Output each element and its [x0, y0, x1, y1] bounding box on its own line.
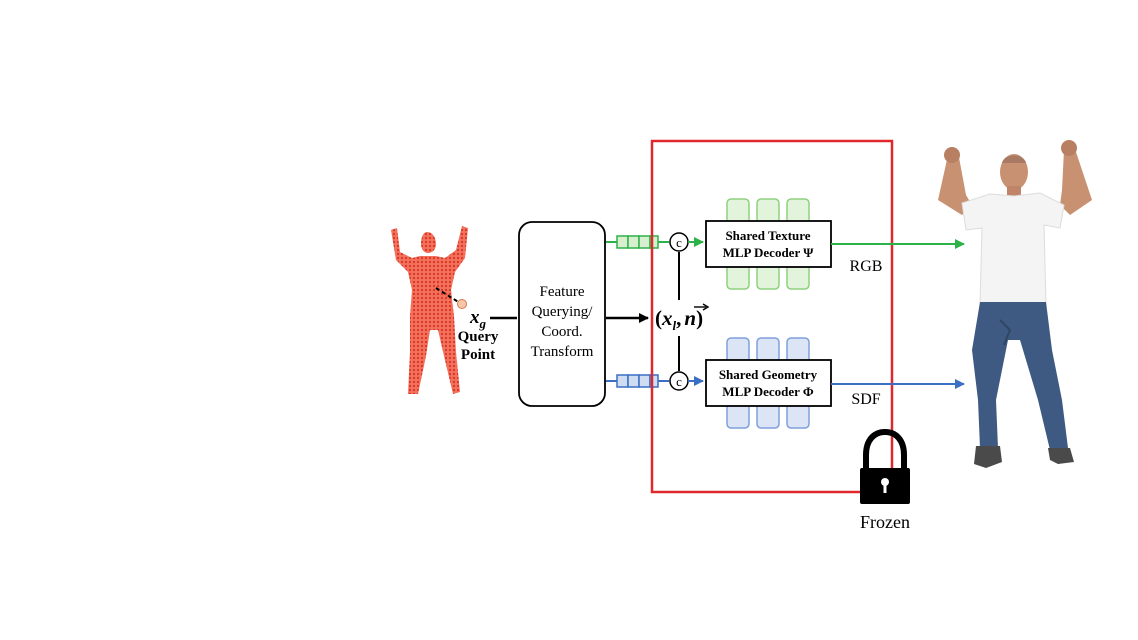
texture-concat-node: c: [669, 232, 689, 252]
query-label-line1: Query: [458, 329, 499, 345]
feature-box-line4: Transform: [531, 344, 594, 360]
geometry-decoder-line2: MLP Decoder Φ: [722, 384, 814, 399]
feature-box-line1: Feature: [540, 284, 585, 300]
rgb-output-label: RGB: [850, 258, 883, 275]
texture-decoder-line2: MLP Decoder Ψ: [723, 245, 815, 260]
local-coords-label: (xl,n): [655, 303, 710, 333]
svg-text:c: c: [676, 374, 682, 389]
query-label-line2: Point: [461, 347, 495, 363]
frozen-label: Frozen: [860, 512, 910, 532]
human-render-icon: [938, 140, 1092, 468]
query-symbol: xg: [469, 307, 487, 331]
geometry-decoder-line1: Shared Geometry: [719, 367, 818, 382]
texture-decoder-line1: Shared Texture: [725, 228, 810, 243]
geometry-feature-vector: [616, 374, 659, 388]
feature-box-line3: Coord.: [541, 324, 582, 340]
svg-text:c: c: [676, 235, 682, 250]
lock-icon: [860, 428, 910, 504]
sdf-output-label: SDF: [851, 391, 880, 408]
frozen-region-box: [650, 139, 894, 494]
geometry-concat-node: c: [669, 371, 689, 391]
feature-box-line2: Querying/: [532, 304, 594, 320]
svg-text:(xl,n): (xl,n): [655, 306, 703, 333]
human-point-cloud-icon: [391, 226, 468, 394]
feature-querying-box: [518, 221, 606, 407]
texture-decoder-box: [705, 220, 832, 268]
